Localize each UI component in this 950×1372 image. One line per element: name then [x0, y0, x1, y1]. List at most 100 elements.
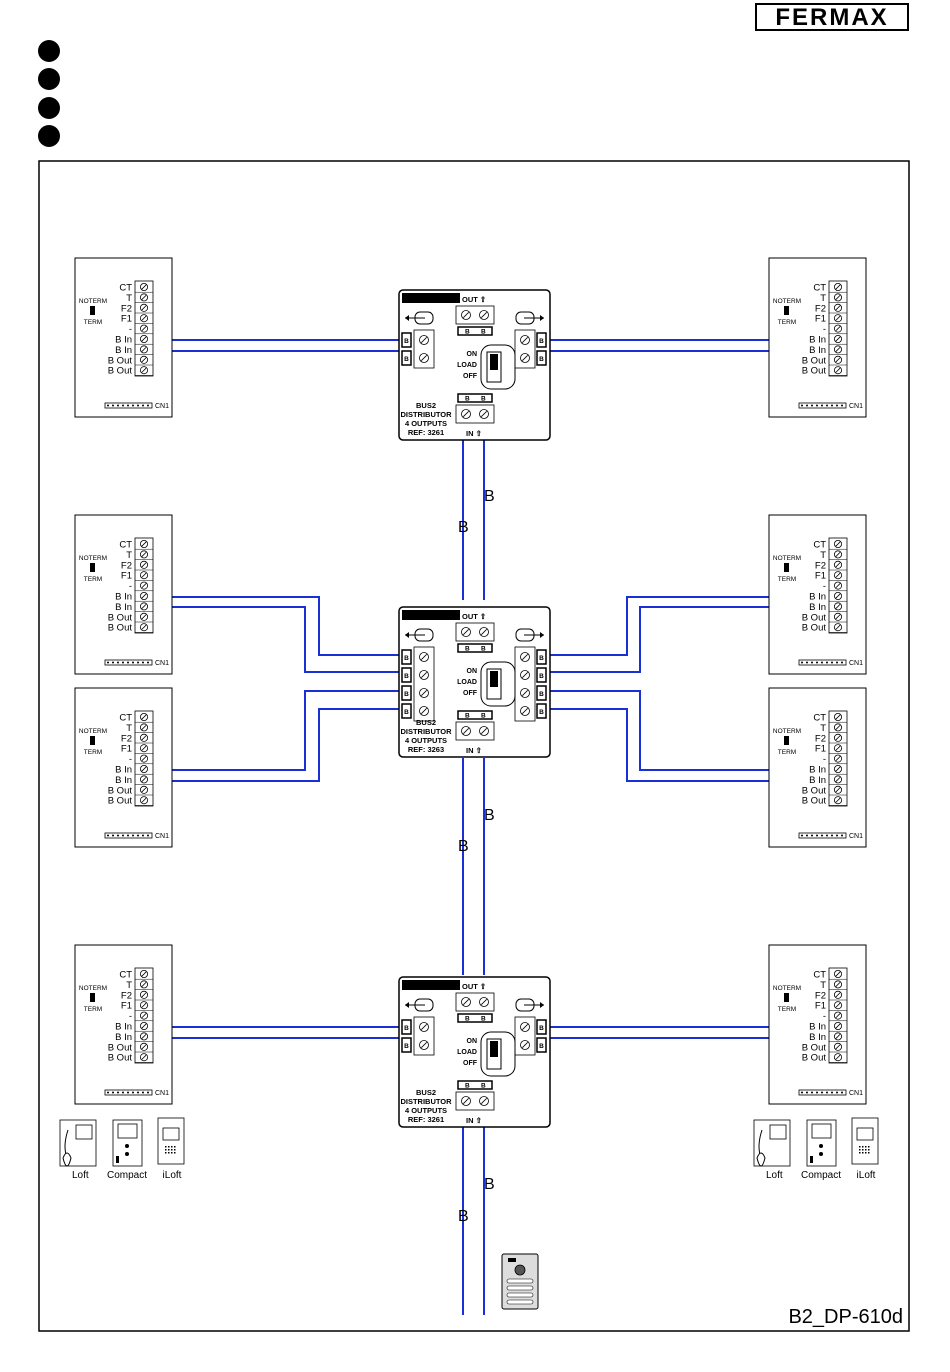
distributor-ref: REF: 3261	[408, 1115, 444, 1124]
bus-wire	[545, 606, 796, 673]
connector-pin	[821, 834, 823, 837]
connector-pin	[107, 834, 109, 837]
screw-slot	[141, 1044, 147, 1050]
term-label: TERM	[778, 1006, 796, 1013]
terminal-label: B In	[809, 1022, 826, 1033]
arrow-head	[405, 1002, 409, 1008]
terminal-label: F2	[121, 990, 132, 1001]
compact-screen	[811, 1123, 832, 1139]
terminal-label: CT	[813, 713, 826, 724]
terminal-label: -	[129, 581, 132, 592]
side-b-label-box	[536, 350, 547, 366]
side-terminal-block	[514, 1016, 536, 1056]
arrow-head	[540, 632, 544, 638]
arrow-head	[405, 632, 409, 638]
term-switch	[90, 993, 95, 1002]
compact-key	[116, 1156, 119, 1163]
connector-pin	[127, 661, 129, 664]
bus-label: B	[458, 838, 469, 855]
switch-load-label: LOAD	[457, 679, 477, 686]
screw-slot	[141, 614, 147, 620]
bus-wires	[156, 339, 796, 1315]
connector-label: CN1	[849, 1090, 863, 1097]
connector-pin	[142, 661, 144, 664]
terminal-label: B In	[115, 1032, 132, 1043]
connector-pin	[826, 404, 828, 407]
terminal-label: F1	[815, 744, 826, 755]
in-label: IN ⇧	[466, 429, 482, 438]
bus-label: B	[484, 488, 495, 505]
screw-slot	[421, 1042, 427, 1048]
compact-monitor-icon: Compact	[801, 1119, 841, 1181]
bus-label: B	[484, 1176, 495, 1193]
screw-slot	[141, 724, 147, 730]
screw-slot	[141, 603, 147, 609]
screw-slot	[835, 1023, 841, 1029]
b-label: B	[465, 646, 470, 653]
side-b-label-box	[401, 685, 412, 701]
term-switch	[90, 563, 95, 572]
term-switch	[784, 563, 789, 572]
bus-wire	[545, 690, 796, 771]
terminal-label: B Out	[802, 796, 827, 807]
switch-off-label: OFF	[463, 690, 478, 697]
screw-slot	[463, 312, 469, 318]
terminal-label: F2	[815, 733, 826, 744]
connector-pin	[117, 404, 119, 407]
connector-pin	[137, 661, 139, 664]
iloft-body	[157, 1117, 185, 1165]
connector-pin	[831, 661, 833, 664]
screw-slot	[835, 766, 841, 772]
distributor-logo	[402, 293, 460, 303]
b-label: B	[465, 1083, 470, 1090]
b-label: B	[465, 329, 470, 336]
distributor-type: DISTRIBUTOR	[400, 410, 452, 419]
out-label: OUT ⇧	[462, 295, 486, 304]
terminal-label: B In	[809, 602, 826, 613]
switch-on-label: ON	[467, 1038, 478, 1045]
load-switch-lever	[490, 671, 498, 687]
distributor-brand: FERMAX	[409, 294, 453, 304]
connector-pin	[806, 404, 808, 407]
bus-wire	[156, 606, 405, 673]
connector-pin	[821, 404, 823, 407]
b-label: B	[539, 691, 544, 698]
bus-wire	[156, 708, 405, 782]
connector-pin	[836, 404, 838, 407]
connector-pin	[811, 661, 813, 664]
screw-slot	[141, 346, 147, 352]
screw-slot	[835, 346, 841, 352]
terminal-label: F2	[121, 733, 132, 744]
screw-slot	[421, 708, 427, 714]
connector-pin	[117, 1091, 119, 1094]
side-b-label-box	[536, 667, 547, 683]
bus-wire	[545, 708, 796, 782]
distributor-type: DISTRIBUTOR	[400, 1097, 452, 1106]
terminal-label: B In	[115, 765, 132, 776]
connector-pin	[107, 661, 109, 664]
connector-label: CN1	[849, 833, 863, 840]
screw-slot	[141, 562, 147, 568]
terminal-label: B In	[809, 1032, 826, 1043]
side-b-label-box	[401, 332, 412, 348]
connector-pin	[801, 1091, 803, 1094]
iloft-key	[859, 1149, 861, 1151]
screw-slot	[835, 315, 841, 321]
side-terminal-block	[413, 1016, 435, 1056]
screw-slot	[835, 583, 841, 589]
terminal-label: CT	[119, 283, 132, 294]
terminal-label: B In	[115, 1022, 132, 1033]
connector-pin	[831, 834, 833, 837]
bus-label: B	[458, 1208, 469, 1225]
model-label: Loft	[72, 1170, 89, 1181]
screw-slot	[835, 787, 841, 793]
left-output-arrow-icon	[405, 998, 434, 1012]
screw-slot	[141, 756, 147, 762]
noterm-label: NOTERM	[79, 985, 107, 992]
terminal-label: CT	[813, 283, 826, 294]
iloft-key	[868, 1152, 870, 1154]
monitor-body	[74, 257, 173, 418]
compact-button	[125, 1144, 129, 1148]
